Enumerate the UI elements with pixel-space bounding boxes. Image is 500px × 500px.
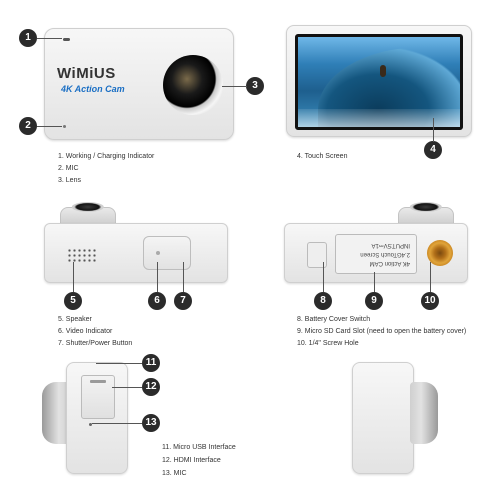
marker-9: 9 xyxy=(365,292,383,310)
battery-label: 4K Action CAM 2.4GTouch Screen INPUT:5V⎓… xyxy=(335,234,417,274)
marker-8: 8 xyxy=(314,292,332,310)
leader-line-2 xyxy=(37,126,62,127)
label-line: 2.4GTouch Screen xyxy=(360,251,410,257)
leader-line-4 xyxy=(433,118,434,142)
legend-item: 10. 1/4" Screw Hole xyxy=(297,340,359,347)
legend-front: 1. Working / Charging Indicator 2. MIC 3… xyxy=(58,151,154,187)
camera-side-view-ports xyxy=(66,362,128,474)
marker-10: 10 xyxy=(421,292,439,310)
side-lens-left xyxy=(42,382,70,444)
marker-7: 7 xyxy=(174,292,192,310)
screw-hole xyxy=(427,240,453,266)
legend-bottom: 8. Battery Cover Switch 9. Micro SD Card… xyxy=(297,314,466,350)
leader-line-7 xyxy=(183,262,184,292)
battery-cover-switch[interactable] xyxy=(307,242,327,268)
legend-item: 5. Speaker xyxy=(58,316,92,323)
legend-item: 13. MIC xyxy=(162,470,187,477)
legend-item: 3. Lens xyxy=(58,177,81,184)
legend-item: 9. Micro SD Card Slot (need to open the … xyxy=(297,328,467,335)
legend-item: 6. Video Indicator xyxy=(58,328,113,335)
usb-port xyxy=(90,380,106,383)
leader-line-13 xyxy=(92,423,142,424)
leader-line-12 xyxy=(112,387,142,388)
lens xyxy=(163,55,223,115)
leader-line-8 xyxy=(323,262,324,292)
marker-3: 3 xyxy=(246,77,264,95)
label-line: INPUT:5V⎓1A xyxy=(371,242,410,248)
camera-side-view-plain xyxy=(352,362,414,474)
legend-item: 4. Touch Screen xyxy=(297,153,348,160)
marker-13: 13 xyxy=(142,414,160,432)
marker-11: 11 xyxy=(142,354,160,372)
legend-item: 1. Working / Charging Indicator xyxy=(58,153,155,160)
camera-front-view: WiMiUS 4K Action Cam xyxy=(44,28,234,140)
marker-1: 1 xyxy=(19,29,37,47)
legend-side: 11. Micro USB Interface 12. HDMI Interfa… xyxy=(162,441,236,480)
legend-item: 7. Shutter/Power Button xyxy=(58,340,133,347)
surfer-figure xyxy=(380,65,386,77)
speaker-grille xyxy=(67,248,97,262)
touch-screen xyxy=(295,34,463,130)
leader-line-11 xyxy=(96,363,142,364)
indicator-light xyxy=(63,38,70,41)
legend-item: 11. Micro USB Interface xyxy=(162,444,236,451)
leader-line-3 xyxy=(222,86,247,87)
label-line: 4K Action CAM xyxy=(369,260,410,266)
marker-2: 2 xyxy=(19,117,37,135)
camera-bottom-view: 4K Action CAM 2.4GTouch Screen INPUT:5V⎓… xyxy=(284,223,468,283)
marker-4: 4 xyxy=(424,141,442,159)
video-indicator xyxy=(156,251,160,255)
model-label: 4K Action Cam xyxy=(61,84,125,94)
marker-12: 12 xyxy=(142,378,160,396)
camera-top-view xyxy=(44,223,228,283)
legend-item: 12. HDMI Interface xyxy=(162,457,221,464)
leader-line-10 xyxy=(430,262,431,292)
side-mic-hole xyxy=(89,423,92,426)
camera-back-view xyxy=(286,25,472,137)
legend-top: 5. Speaker 6. Video Indicator 7. Shutter… xyxy=(58,314,132,350)
leader-line-1 xyxy=(37,38,62,39)
brand-logo: WiMiUS xyxy=(57,65,116,82)
mic-hole xyxy=(63,125,66,128)
side-lens-right xyxy=(410,382,438,444)
legend-back: 4. Touch Screen xyxy=(297,151,347,163)
port-cover[interactable] xyxy=(81,375,115,419)
marker-5: 5 xyxy=(64,292,82,310)
leader-line-6 xyxy=(157,262,158,292)
foam xyxy=(298,109,460,127)
leader-line-5 xyxy=(73,262,74,292)
marker-6: 6 xyxy=(148,292,166,310)
leader-line-9 xyxy=(374,272,375,292)
legend-item: 2. MIC xyxy=(58,165,79,172)
legend-item: 8. Battery Cover Switch xyxy=(297,316,371,323)
